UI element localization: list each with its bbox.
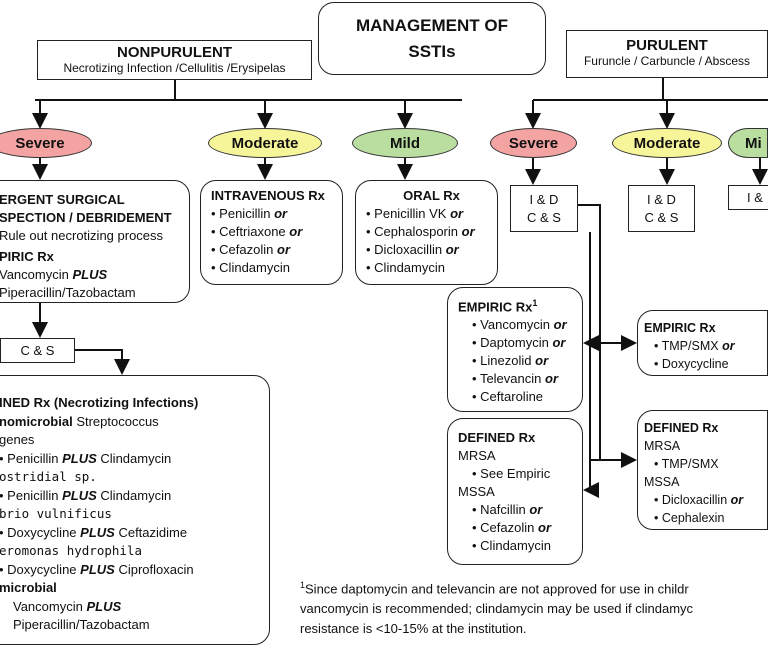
nonpurulent-box: NONPURULENT Necrotizing Infection /Cellu…: [37, 40, 312, 80]
text: Rule out necrotizing process: [0, 228, 164, 243]
footnote: 1Since daptomycin and televancin are not…: [300, 575, 768, 639]
box-title: INED Rx (Necrotizing Infections): [0, 395, 199, 410]
intravenous-box: INTRAVENOUS Rx • Penicillin or • Ceftria…: [200, 180, 343, 285]
text: MRSA: [458, 448, 496, 463]
list-item: • Ceftaroline: [472, 389, 544, 405]
box-title: DEFINED Rx: [644, 421, 719, 435]
list-item: • Clindamycin: [472, 538, 551, 553]
text: MSSA: [458, 484, 495, 499]
list-item: • Cefazolin or: [211, 242, 290, 257]
list-item: • Penicillin or: [211, 206, 288, 221]
footnote-line: resistance is <10-15% at the institution…: [300, 621, 527, 637]
title-line: SSTIs: [408, 42, 456, 61]
footnote-line: vancomycin is recommended; clindamycin m…: [300, 601, 694, 617]
cs-box: C & S: [0, 338, 75, 363]
list-item: • Dicloxacillin or: [366, 242, 459, 257]
text: microbial: [0, 580, 57, 595]
purulent-box: PURULENT Furuncle / Carbuncle / Abscess: [566, 30, 768, 78]
list-item: • Nafcillin or: [472, 502, 543, 517]
text: Vancomycin PLUS: [0, 267, 108, 282]
text: MRSA: [644, 439, 681, 453]
severity-moderate: Moderate: [208, 128, 322, 158]
footnote-line: 1Since daptomycin and televancin are not…: [300, 580, 689, 597]
title-line: MANAGEMENT OF: [355, 16, 509, 35]
empiric-left-box: EMPIRIC Rx1 • Vancomycin or • Daptomycin…: [447, 287, 583, 412]
text: SPECTION / DEBRIDEMENT: [0, 210, 172, 225]
list-item: • See Empiric: [472, 466, 551, 481]
text: Piperacillin/Tazobactam: [13, 617, 150, 632]
purulent-subtitle: Furuncle / Carbuncle / Abscess: [583, 54, 751, 68]
defined-left-box: DEFINED Rx MRSA • See Empiric MSSA • Naf…: [447, 418, 583, 565]
list-item: • Ceftriaxone or: [211, 224, 303, 239]
severity-severe: Severe: [0, 128, 92, 158]
list-item: • Dicloxacillin or: [654, 493, 744, 507]
list-item: • Cephalexin: [654, 511, 725, 525]
list-item: • TMP/SMX: [654, 457, 719, 471]
text: eromonas hydrophila: [0, 543, 142, 558]
text: brio vulnificus: [0, 506, 112, 521]
empiric-right-box: EMPIRIC Rx • TMP/SMX or • Doxycycline: [637, 310, 768, 376]
text: ERGENT SURGICAL: [0, 192, 125, 207]
list-item: • Doxycycline: [654, 357, 729, 371]
text: Piperacillin/Tazobactam: [0, 285, 136, 300]
text: • Doxycycline PLUS Ceftazidime: [0, 524, 188, 540]
defined-right-box: DEFINED Rx MRSA • TMP/SMX MSSA • Dicloxa…: [637, 410, 768, 530]
text: MSSA: [644, 475, 680, 489]
surgical-box: ERGENT SURGICAL SPECTION / DEBRIDEMENT R…: [0, 180, 190, 303]
box-title: EMPIRIC Rx: [644, 321, 716, 335]
list-item: • Linezolid or: [472, 353, 549, 369]
box-title: INTRAVENOUS Rx: [211, 188, 325, 203]
title-box: MANAGEMENT OF SSTIs: [318, 2, 546, 75]
list-item: • Vancomycin or: [472, 317, 567, 333]
purulent-severity-mild: Mi: [728, 128, 768, 158]
box-title: ORAL Rx: [403, 188, 460, 203]
box-title: DEFINED Rx: [458, 430, 536, 445]
nonpurulent-subtitle: Necrotizing Infection /Cellulitis /Erysi…: [63, 61, 286, 75]
text: PIRIC Rx: [0, 249, 54, 264]
text: • Doxycycline PLUS Ciprofloxacin: [0, 561, 194, 577]
text: nomicrobial Streptococcus: [0, 413, 159, 429]
list-item: • TMP/SMX or: [654, 339, 735, 353]
nonpurulent-title: NONPURULENT: [117, 44, 232, 61]
list-item: • Penicillin VK or: [366, 206, 464, 221]
purulent-severity-severe: Severe: [490, 128, 577, 158]
purulent-title: PURULENT: [626, 37, 708, 54]
text: ostridial sp.: [0, 469, 97, 484]
list-item: • Daptomycin or: [472, 335, 566, 351]
list-item: • Televancin or: [472, 371, 558, 387]
oral-box: ORAL Rx • Penicillin VK or • Cephalospor…: [355, 180, 498, 285]
list-item: • Cephalosporin or: [366, 224, 475, 239]
list-item: • Cefazolin or: [472, 520, 551, 535]
purulent-severity-moderate: Moderate: [612, 128, 722, 158]
list-item: • Clindamycin: [211, 260, 290, 275]
text: genes: [0, 432, 35, 447]
text: • Penicillin PLUS Clindamycin: [0, 450, 172, 466]
text: Vancomycin PLUS: [13, 598, 122, 614]
id-mild: I &: [728, 185, 768, 210]
box-title: EMPIRIC Rx1: [458, 298, 538, 315]
defined-necrotizing-box: INED Rx (Necrotizing Infections) nomicro…: [0, 375, 270, 645]
severity-mild: Mild: [352, 128, 458, 158]
text: • Penicillin PLUS Clindamycin: [0, 487, 172, 503]
list-item: • Clindamycin: [366, 260, 445, 275]
